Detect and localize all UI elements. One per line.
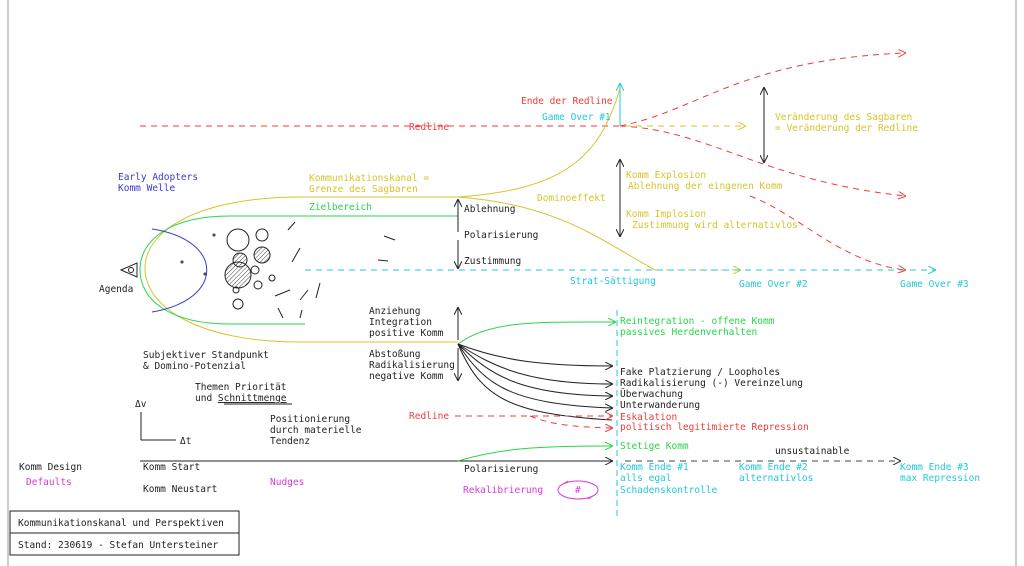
label-position-1: Positionierung [270, 414, 350, 425]
label-anziehung-2: Integration [369, 317, 432, 328]
label-ablehnung: Ablehnung [464, 204, 515, 215]
reintegration-curve [457, 322, 615, 345]
label-abstossung-1: Abstoßung [369, 349, 420, 360]
label-ende2-2: alternativlos [739, 473, 813, 484]
channel-yellow-upper-curve [457, 87, 621, 198]
label-hash: # [575, 485, 581, 496]
label-delta-t: Δt [180, 436, 191, 447]
label-ende3-2: max Repression [900, 473, 980, 484]
label-title-block-2: Stand: 230619 - Stefan Untersteiner [18, 540, 218, 551]
label-komm-design: Komm Design [19, 462, 82, 473]
label-repression: politisch legitimierte Repression [620, 422, 809, 433]
rekal-arrow-a [562, 480, 569, 485]
label-position-3: Tendenz [270, 436, 310, 447]
label-ueberwachung: Überwachung [620, 389, 683, 400]
label-unsustainable: unsustainable [775, 446, 850, 457]
label-veraenderung-2: = Veränderung der Redline [775, 123, 918, 134]
label-ende1-2: alls egal [620, 473, 671, 484]
label-delta-v: Δv [135, 399, 147, 410]
label-agenda: Agenda [99, 284, 133, 295]
label-unterwanderung: Unterwanderung [620, 400, 700, 411]
label-komm-start: Komm Start [143, 462, 200, 473]
stetige-komm-curve [457, 446, 612, 462]
label-game-over-1: Game Over #1 [542, 112, 611, 123]
zielbereich-green-outline [139, 215, 458, 325]
label-strat-saettigung: Strat-Sättigung [570, 276, 656, 287]
label-implosion-2: Zustimmung wird alternativlos [632, 220, 798, 231]
label-stetige-komm: Stetige Komm [620, 441, 689, 452]
label-komm-neustart: Komm Neustart [143, 484, 217, 495]
label-zielbereich: Zielbereich [309, 202, 372, 213]
label-anziehung-1: Anziehung [369, 306, 420, 317]
label-game-over-3: Game Over #3 [900, 279, 969, 290]
channel-yellow-outline [144, 196, 458, 343]
label-position-2: durch materielle [270, 425, 362, 436]
label-reintegration-1: Reintegration - offene Komm [620, 316, 775, 327]
label-game-over-2: Game Over #2 [739, 279, 808, 290]
repression-curve [529, 415, 612, 428]
label-anziehung-3: positive Komm [369, 328, 444, 339]
agenda-pupil [128, 267, 134, 273]
label-ende3-1: Komm Ende #3 [900, 462, 969, 473]
label-subjektiv-2: & Domino-Potenzial [143, 361, 246, 372]
label-abstossung-3: negative Komm [369, 371, 444, 382]
agenda-eye-icon [119, 262, 138, 278]
label-nudges: Nudges [270, 477, 304, 488]
label-eskalation: Eskalation [620, 412, 677, 423]
label-schnittmenge: Schnittmenge [218, 393, 287, 404]
label-themen-1: Themen Priorität [195, 382, 287, 393]
label-rekalibrierung: Rekalibrierung [463, 485, 543, 496]
domino-circles [180, 228, 276, 310]
label-ende-redline: Ende der Redline [521, 96, 613, 107]
label-title-block-1: Kommunikationskanal und Perspektiven [18, 518, 224, 529]
label-ende1-3: Schadenskontrolle [620, 485, 718, 496]
channel-yellow-lower-curve [457, 196, 656, 271]
rekalibrierung-loop [557, 480, 599, 500]
label-kanal-1: Kommunikationskanal = [309, 173, 429, 184]
label-polarisierung-low: Polarisierung [464, 464, 538, 475]
label-themen-2: und Schnittmenge [195, 393, 287, 404]
label-redline-top: Redline [409, 122, 449, 133]
label-abstossung-2: Radikalisierung [369, 360, 455, 371]
label-early-adopters-1: Early Adopters [118, 172, 198, 183]
label-redline-low: Redline [409, 411, 449, 422]
label-veraenderung-1: Veränderung des Sagbaren [775, 112, 912, 123]
label-defaults: Defaults [26, 477, 72, 488]
fan-curves [457, 343, 612, 408]
label-dominoeffekt: Dominoeffekt [537, 193, 606, 204]
label-subjektiv-1: Subjektiver Standpunkt [143, 350, 269, 361]
label-ende1-1: Komm Ende #1 [620, 462, 689, 473]
label-zustimmung: Zustimmung [464, 256, 521, 267]
label-explosion-2: Ablehnung der eingenen Komm [628, 181, 783, 192]
label-ende2-1: Komm Ende #2 [739, 462, 808, 473]
label-implosion-1: Komm Implosion [626, 209, 706, 220]
early-adopters-blue-arc [151, 228, 208, 313]
label-themen-2a: und [195, 393, 218, 404]
label-early-adopters-2: Komm Welle [118, 183, 175, 194]
rekal-arrow-b [587, 495, 594, 500]
label-reintegration-2: passives Herdenverhalten [620, 327, 757, 338]
redline-lower-branch [619, 125, 905, 196]
label-kanal-2: Grenze des Sagbaren [309, 184, 418, 195]
particle-arrows [274, 221, 396, 319]
label-explosion-1: Komm Explosion [626, 170, 706, 181]
redline-to-go3-branch [749, 195, 905, 270]
label-fake: Fake Platzierung / Loopholes [620, 367, 780, 378]
label-radikalisierung: Radikalisierung (-) Vereinzelung [620, 378, 803, 389]
label-polarisierung: Polarisierung [464, 230, 538, 241]
eskalation-curve [457, 343, 613, 421]
